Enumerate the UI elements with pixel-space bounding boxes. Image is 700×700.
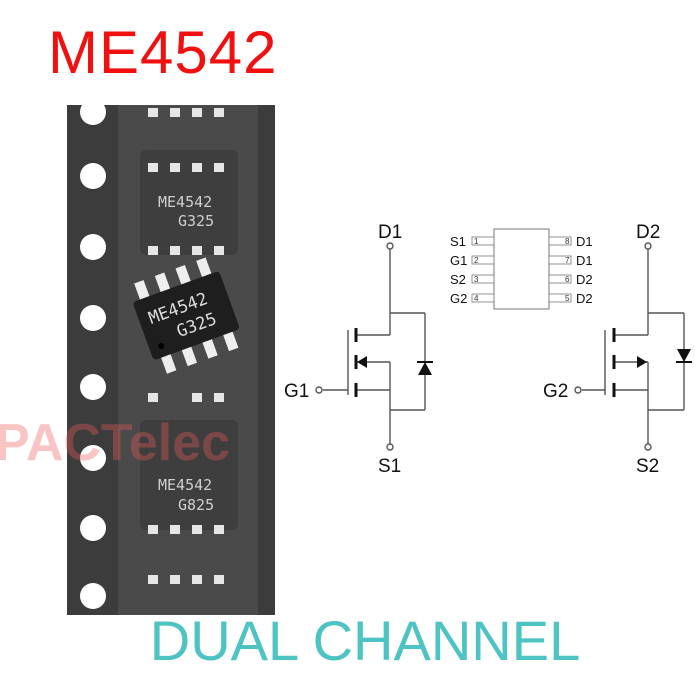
tape-chip-marking: ME4542 [158, 193, 212, 211]
pin-8-name: D1 [576, 234, 593, 249]
sprocket-holes [80, 99, 106, 609]
pin-4-name: G2 [450, 291, 467, 306]
pin-1-name: S1 [450, 234, 466, 249]
mosfet-2-gate-label: G2 [543, 381, 568, 402]
tape-chip-date: G325 [178, 212, 214, 230]
pin-7-name: D1 [576, 253, 593, 268]
pin-2-name: G1 [450, 253, 467, 268]
pinout-diagram: S1 G1 S2 G2 1 2 3 4 8 7 6 5 D1 D1 D2 D2 [450, 228, 593, 310]
mosfet-2-symbol [574, 242, 692, 451]
mosfet-2-drain-label: D2 [636, 222, 660, 243]
loose-chip: ME4542 G325 [133, 257, 239, 374]
pin-5-name: D2 [576, 291, 593, 306]
mosfet-1-drain-label: D1 [378, 222, 402, 243]
watermark: PACTelec [0, 414, 230, 472]
pin-4-number: 4 [474, 294, 479, 303]
chips-in-tape: ME4542 G325 ME4542 G825 [140, 108, 238, 584]
pin-3-name: S2 [450, 272, 466, 287]
mosfet-1-symbol [315, 242, 433, 451]
pin-7-number: 7 [565, 256, 570, 265]
pin-6-name: D2 [576, 272, 593, 287]
component-tape: ME4542 G325 ME4542 G825 ME4542 G325 PACT… [0, 99, 275, 615]
channel-caption: DUAL CHANNEL [149, 609, 581, 672]
pin-8-number: 8 [565, 237, 570, 246]
pin-3-number: 3 [474, 275, 479, 284]
mosfet-1-gate-label: G1 [284, 381, 309, 402]
tape-chip-date-2: G825 [178, 496, 214, 514]
tape-chip-marking-2: ME4542 [158, 476, 212, 494]
pin-2-number: 2 [474, 256, 479, 265]
part-number-title: ME4542 [48, 19, 278, 86]
pin-5-number: 5 [565, 294, 570, 303]
mosfet-2-source-label: S2 [636, 456, 659, 477]
pin-6-number: 6 [565, 275, 570, 284]
pin-1-number: 1 [474, 237, 479, 246]
mosfet-1-source-label: S1 [378, 456, 401, 477]
